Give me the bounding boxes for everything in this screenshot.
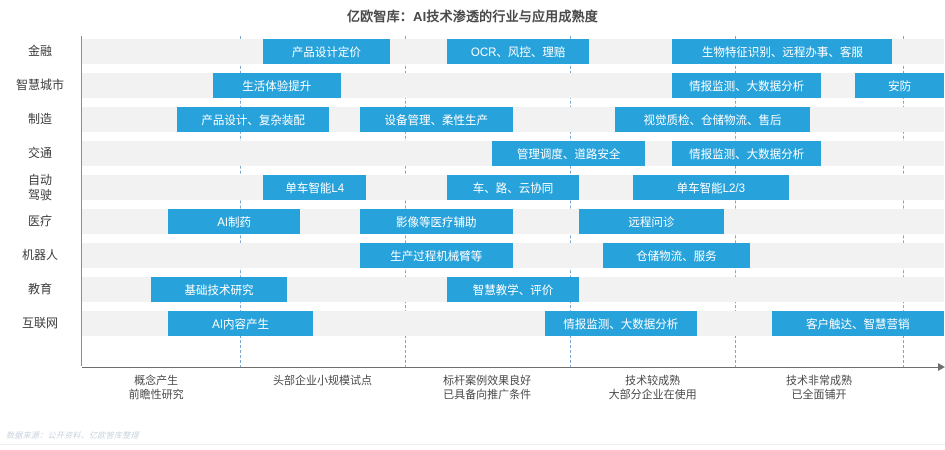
page-title: 亿欧智库：AI技术渗透的行业与应用成熟度: [346, 9, 598, 24]
maturity-bar[interactable]: 生活体验提升: [213, 73, 341, 98]
maturity-bar[interactable]: 智慧教学、评价: [447, 277, 579, 302]
source-note: 数据来源：公开资料、亿欧智库整理: [6, 431, 139, 440]
x-label-line1: 标杆案例效果良好: [443, 375, 532, 387]
x-axis-stage-label-2: 头部企业小规模试点: [242, 374, 402, 388]
maturity-bar[interactable]: AI内容产生: [168, 311, 313, 336]
x-label-line1: 技术较成熟: [625, 375, 681, 387]
x-axis-line: [82, 367, 940, 368]
x-label-line1: 概念产生: [134, 375, 179, 387]
maturity-bar[interactable]: 管理调度、道路安全: [492, 141, 645, 166]
x-axis-stage-label-5: 技术非常成熟已全面铺开: [739, 374, 899, 402]
row-label-金融: 金融: [27, 44, 52, 58]
gridline-2: [405, 36, 407, 368]
maturity-bar[interactable]: 远程问诊: [578, 209, 725, 234]
maturity-bar[interactable]: 仓储物流、服务: [602, 243, 751, 268]
x-label-line1: 技术非常成熟: [786, 375, 852, 387]
maturity-bar[interactable]: 单车智能L2/3: [632, 175, 789, 200]
maturity-bar[interactable]: 情报监测、大数据分析: [544, 311, 697, 336]
maturity-bar[interactable]: 安防: [855, 73, 944, 98]
row-label-机器人: 机器人: [21, 248, 58, 262]
maturity-bar[interactable]: 设备管理、柔性生产: [359, 107, 513, 132]
row-label-自动驾驶: 自动驾驶: [27, 172, 52, 202]
footer-divider: [0, 444, 945, 445]
maturity-bar[interactable]: 影像等医疗辅助: [359, 209, 513, 234]
row-label-智慧城市: 智慧城市: [15, 78, 64, 92]
row-label-制造: 制造: [27, 112, 52, 126]
maturity-bar[interactable]: 情报监测、大数据分析: [672, 73, 821, 98]
maturity-bar[interactable]: 生产过程机械臂等: [359, 243, 513, 268]
maturity-bar[interactable]: OCR、风控、理赔: [447, 39, 589, 64]
x-axis-stage-label-3: 标杆案例效果良好已具备向推广条件: [407, 374, 567, 402]
x-axis-arrow-icon: [938, 363, 945, 371]
x-axis-stage-label-1: 概念产生前瞻性研究: [76, 374, 236, 402]
x-label-line2: 已具备向推广条件: [443, 389, 532, 401]
maturity-bar[interactable]: 基础技术研究: [150, 277, 288, 302]
maturity-bar[interactable]: 客户触达、智慧营销: [771, 311, 944, 336]
maturity-bar[interactable]: 单车智能L4: [263, 175, 367, 200]
x-axis-stage-label-4: 技术较成熟大部分企业在使用: [573, 374, 733, 402]
gridline-5: [902, 36, 904, 368]
maturity-bar[interactable]: 产品设计定价: [263, 39, 390, 64]
x-label-line1: 头部企业小规模试点: [272, 375, 372, 387]
row-label-教育: 教育: [27, 282, 52, 296]
gridline-1: [239, 36, 241, 368]
row-label-互联网: 互联网: [21, 316, 58, 330]
maturity-bar[interactable]: AI制药: [168, 209, 301, 234]
x-label-line2: 已全面铺开: [791, 389, 847, 401]
maturity-bar[interactable]: 视觉质检、仓储物流、售后: [614, 107, 811, 132]
x-label-line2: 大部分企业在使用: [608, 389, 697, 401]
maturity-bar[interactable]: 产品设计、复杂装配: [176, 107, 330, 132]
maturity-bar[interactable]: 车、路、云协同: [447, 175, 579, 200]
gridline-4: [735, 36, 737, 368]
maturity-bar[interactable]: 生物特征识别、远程办事、客服: [672, 39, 893, 64]
maturity-bar[interactable]: 情报监测、大数据分析: [672, 141, 821, 166]
x-label-line2: 前瞻性研究: [128, 389, 184, 401]
y-axis-line: [81, 36, 82, 366]
row-label-交通: 交通: [27, 146, 52, 160]
row-band: [82, 243, 944, 268]
row-label-医疗: 医疗: [27, 214, 52, 228]
gridline-3: [569, 36, 571, 368]
